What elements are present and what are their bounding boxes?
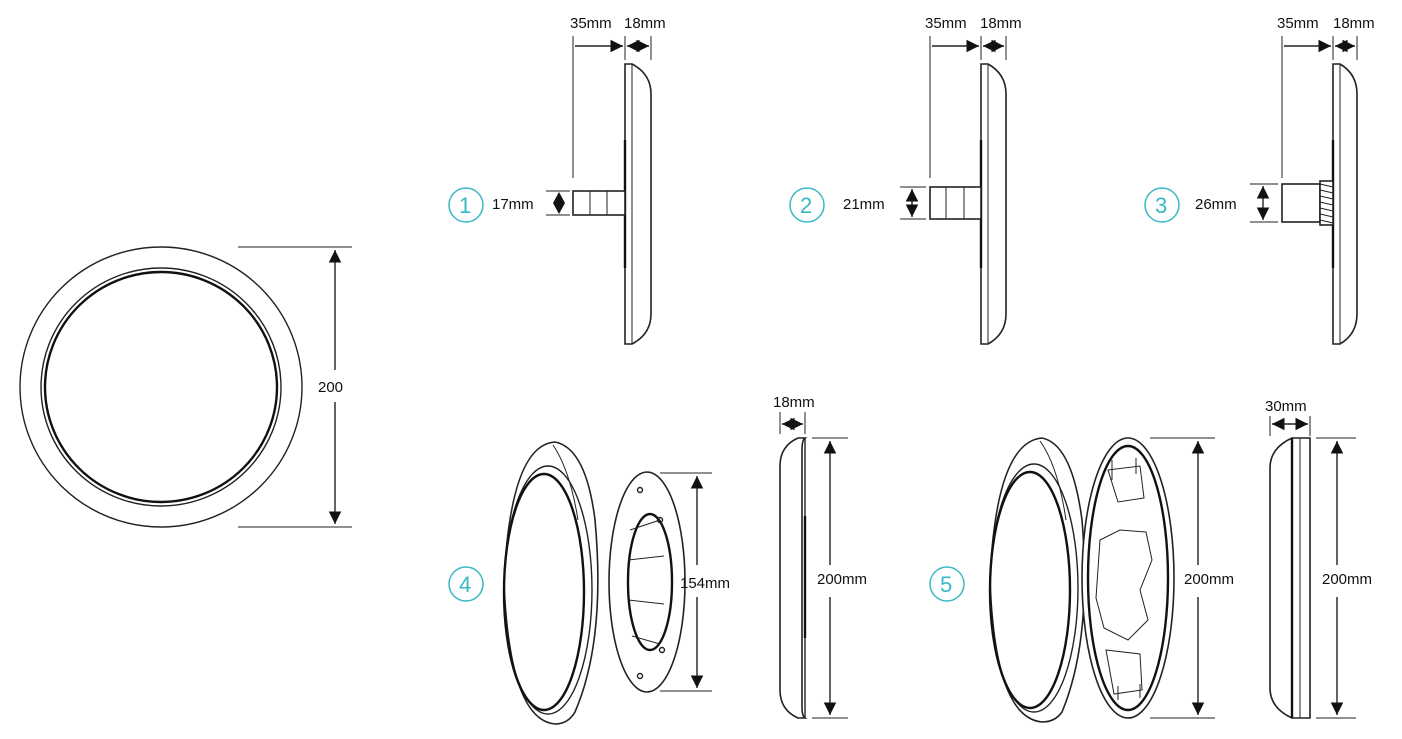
side-height-label-4: 200mm	[817, 571, 867, 588]
exploded-view-4: 4 154mm 18mm 200mm	[448, 394, 867, 725]
lens-ring	[43, 270, 279, 504]
side-view-1: 35mm 18mm 17mm 1	[448, 15, 666, 345]
depth-label-2: 35mm	[925, 15, 967, 32]
side-view-3: 35mm 18mm 26mm 3	[1144, 15, 1375, 345]
side-thickness-label-5: 30mm	[1265, 398, 1307, 415]
badge-2: 2	[800, 193, 812, 218]
badge-5: 5	[940, 572, 952, 597]
badge-1: 1	[459, 193, 471, 218]
mounting-bracket	[608, 471, 686, 693]
open-housing	[1081, 437, 1175, 719]
diameter-label: 200	[318, 379, 343, 396]
outer-ring	[19, 246, 303, 528]
side-thickness-label-4: 18mm	[773, 394, 815, 411]
badge-3: 3	[1155, 193, 1167, 218]
lamp-body-5	[989, 437, 1086, 723]
pipe-label-2: 21mm	[843, 196, 885, 213]
housing-height-label-5: 200mm	[1184, 571, 1234, 588]
side-profile-4	[779, 437, 808, 719]
side-view-2: 35mm 18mm 21mm 2	[789, 15, 1022, 345]
depth-label-3: 35mm	[1277, 15, 1319, 32]
thickness-label-1: 18mm	[624, 15, 666, 32]
pipe-label-3: 26mm	[1195, 196, 1237, 213]
thickness-label-3: 18mm	[1333, 15, 1375, 32]
thickness-label-2: 18mm	[980, 15, 1022, 32]
side-height-label-5: 200mm	[1322, 571, 1372, 588]
badge-4: 4	[459, 572, 471, 597]
side-profile-5	[1269, 437, 1311, 719]
front-view: 200	[19, 246, 352, 528]
pipe-label-1: 17mm	[492, 196, 534, 213]
bracket-label: 154mm	[680, 575, 730, 592]
middle-ring	[40, 267, 282, 507]
exploded-view-5: 5 200mm 30mm 200mm	[929, 398, 1372, 723]
depth-label-1: 35mm	[570, 15, 612, 32]
